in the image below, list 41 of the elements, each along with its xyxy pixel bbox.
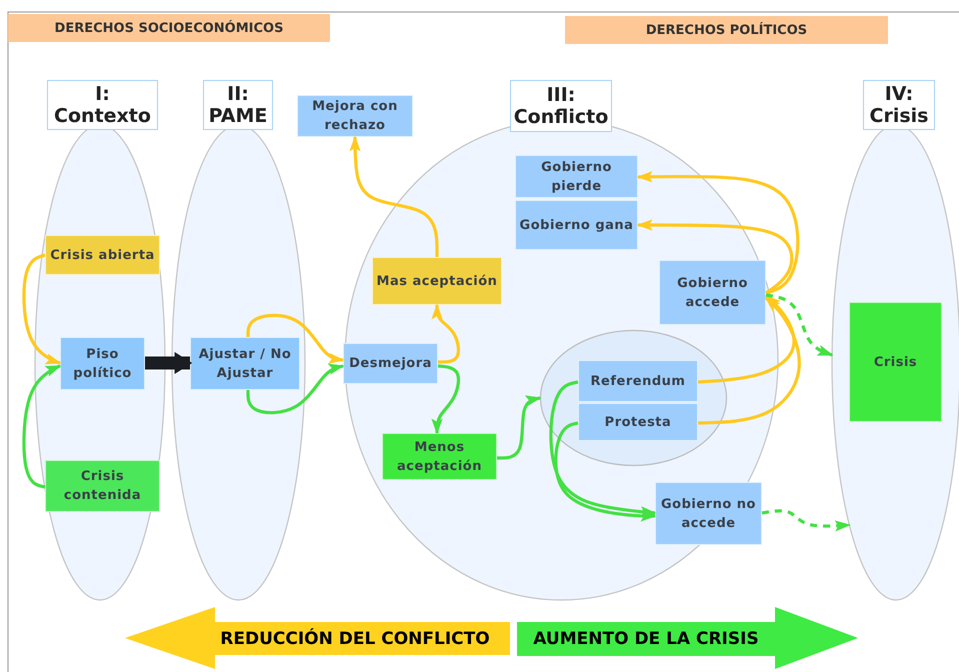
section-band: DERECHOS SOCIOECONÓMICOS	[8, 14, 330, 42]
state-box: Mejora con rechazo	[297, 95, 413, 137]
stage-heading: III: Conflicto	[510, 80, 612, 132]
arrow	[636, 219, 794, 294]
arrow	[766, 293, 834, 357]
state-box: Gobierno pierde	[515, 155, 638, 198]
state-box: Gobierno accede	[659, 260, 766, 325]
arrow	[246, 364, 345, 414]
state-box: Gobierno gana	[515, 200, 638, 250]
state-box: Crisis contenida	[45, 460, 160, 512]
stage-ellipse	[172, 80, 305, 600]
state-box: Ajustar / No Ajustar	[190, 337, 300, 390]
arrow	[431, 364, 460, 435]
arrow	[698, 294, 796, 384]
state-box: Piso político	[60, 337, 145, 390]
arrow	[349, 135, 439, 257]
stage-ellipse	[35, 80, 165, 600]
arrow	[22, 253, 62, 365]
arrow	[22, 364, 62, 489]
arrow	[762, 509, 851, 532]
state-box: Menos aceptación	[382, 433, 497, 480]
state-box: Protesta	[578, 403, 698, 441]
stage-ellipse	[832, 80, 959, 600]
group-ellipse	[540, 330, 727, 466]
arrow	[698, 296, 801, 425]
state-box: Referendum	[578, 360, 698, 402]
arrow	[497, 395, 542, 460]
state-box: Crisis	[849, 302, 942, 422]
arrow	[549, 380, 657, 518]
state-box: Desmejora	[343, 343, 438, 384]
arrow	[431, 303, 460, 364]
stage-heading: II: PAME	[203, 80, 273, 130]
arrow	[554, 421, 657, 522]
state-box: Crisis abierta	[45, 235, 160, 275]
state-box: Mas aceptación	[372, 257, 502, 305]
state-box: Gobierno no accede	[655, 482, 762, 545]
arrow	[145, 352, 192, 374]
arrow	[636, 171, 800, 295]
stage-heading: IV: Crisis	[863, 80, 935, 130]
stage-heading: I: Contexto	[47, 80, 158, 130]
section-band: DERECHOS POLÍTICOS	[565, 16, 888, 44]
